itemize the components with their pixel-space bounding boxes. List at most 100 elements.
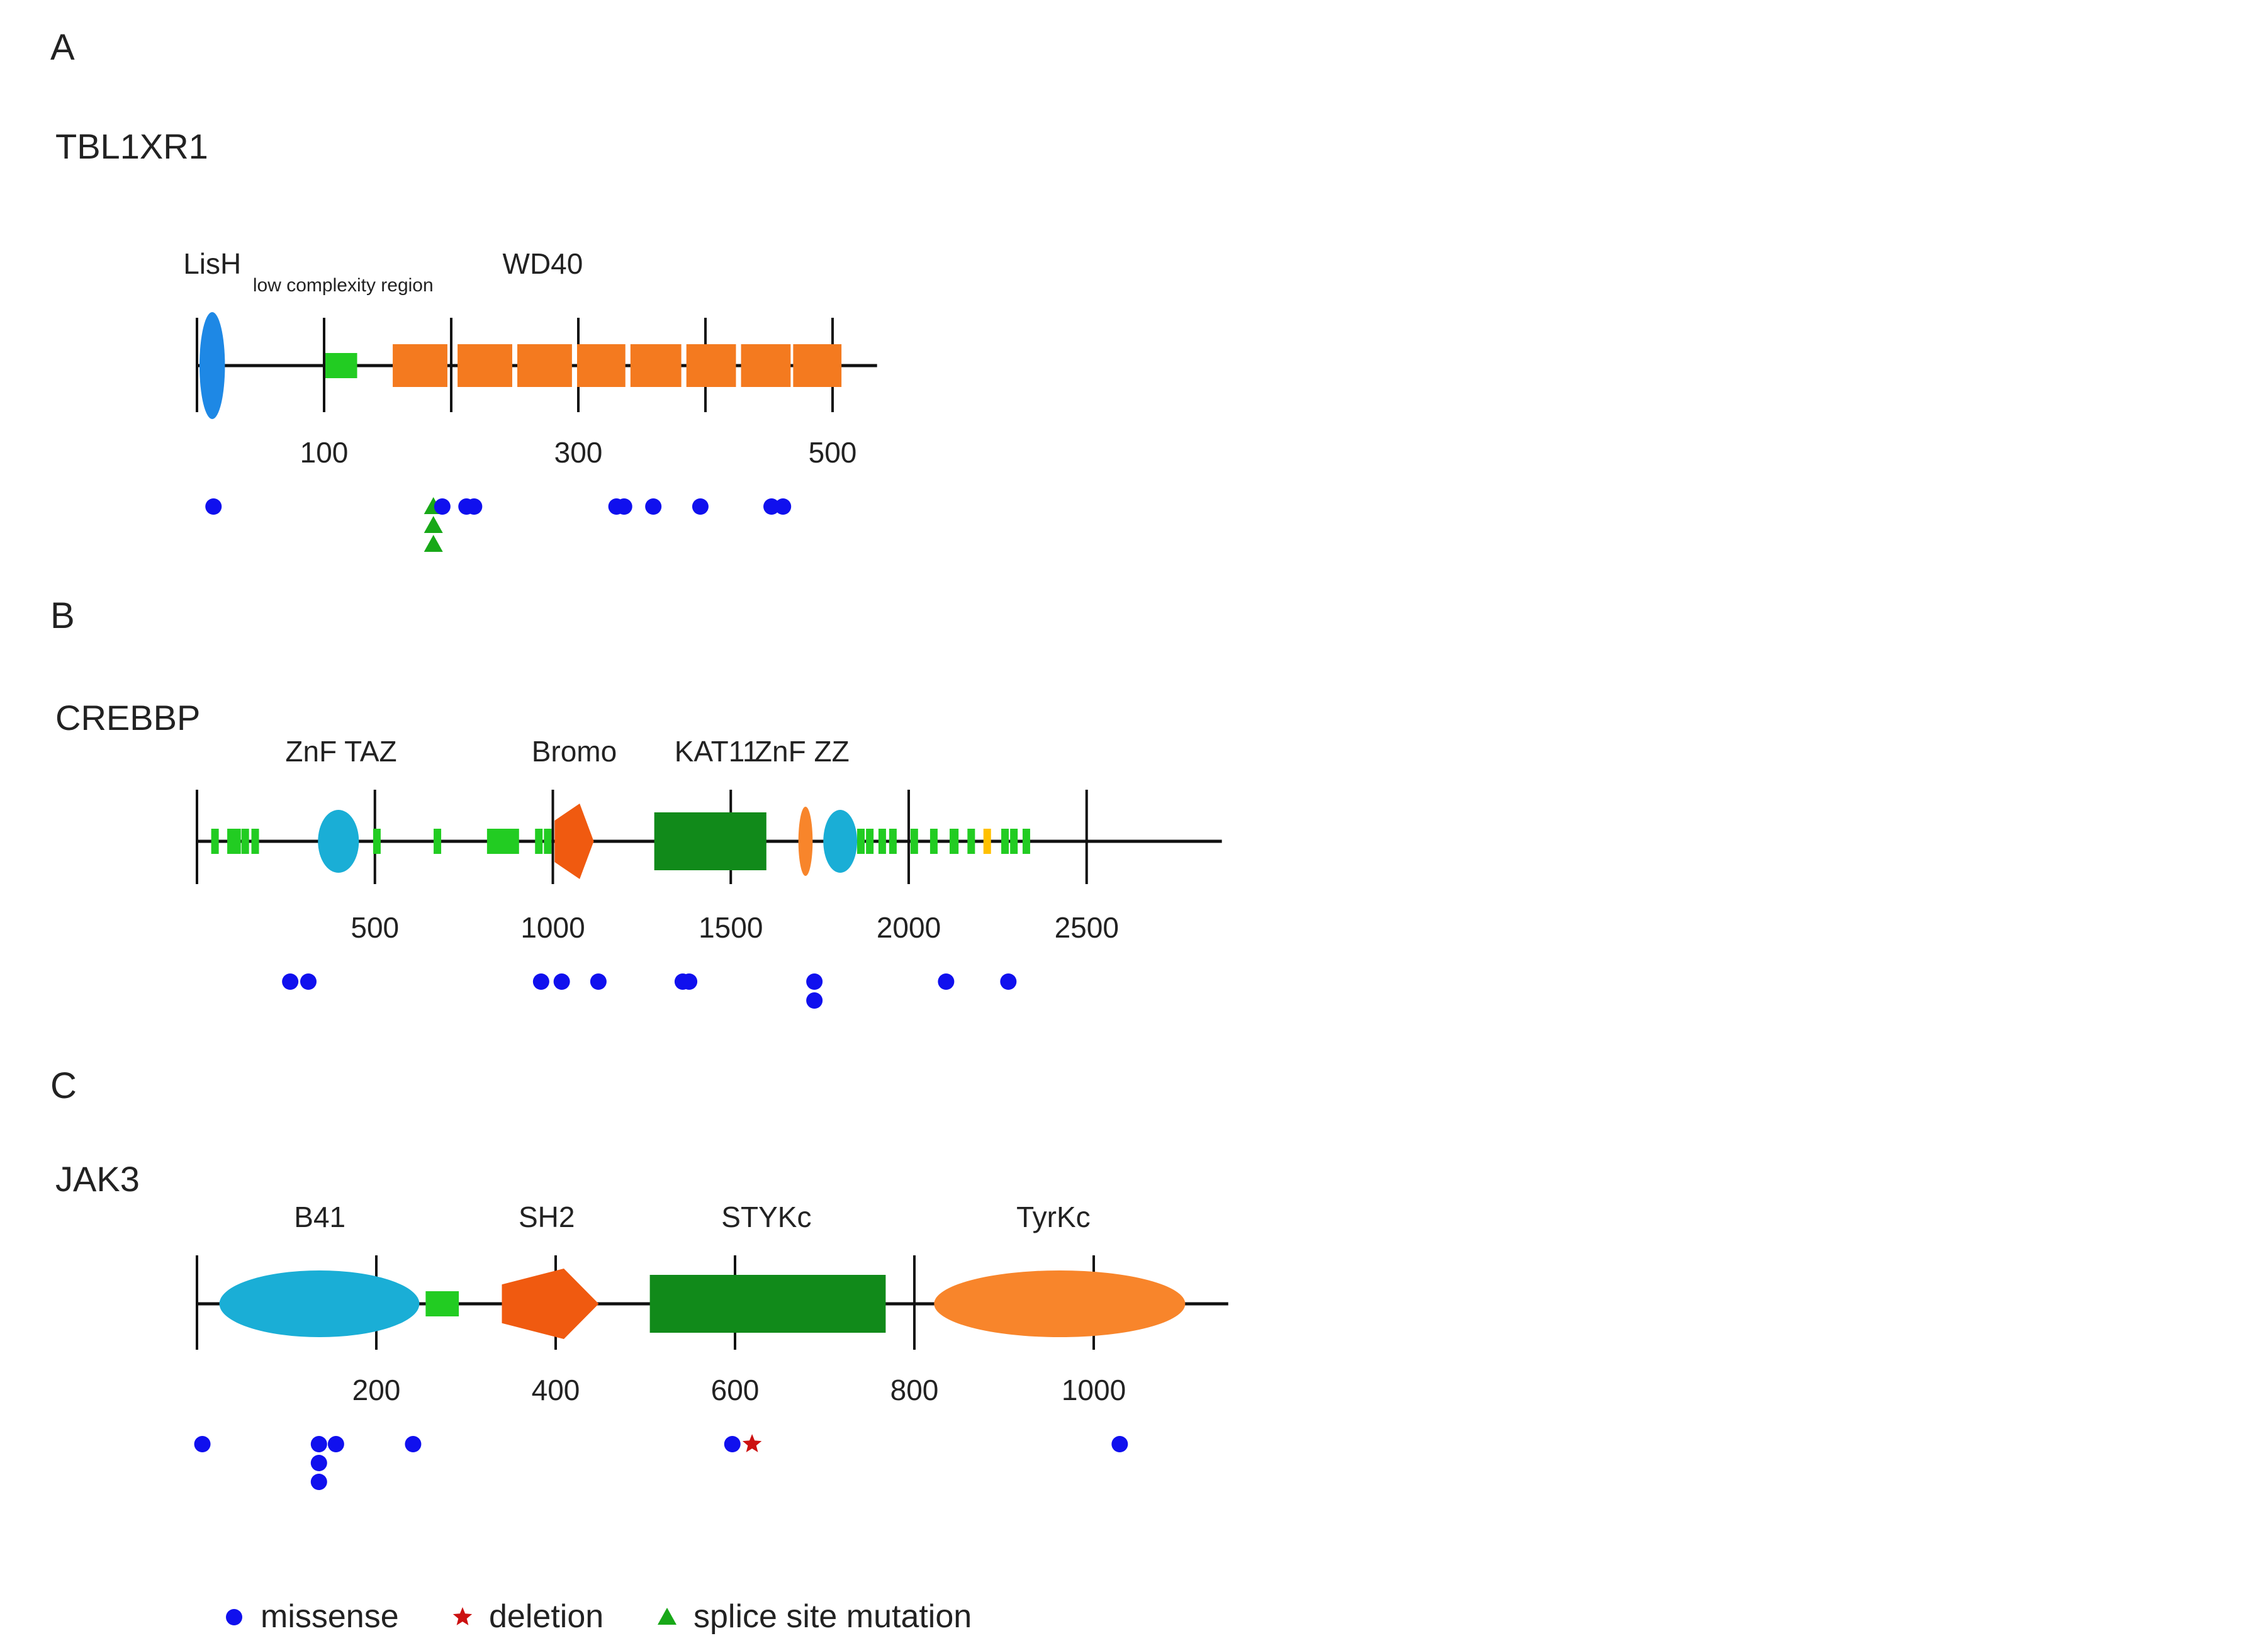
- splice-mutation-marker: [424, 535, 443, 552]
- domain-znf-taz: [318, 810, 359, 873]
- missense-mutation-marker: [327, 1436, 344, 1452]
- domain-low-complexity-region: [857, 829, 865, 854]
- domain-wd40: [576, 344, 626, 387]
- gene-name: CREBBP: [55, 698, 200, 737]
- tick-label: 600: [711, 1374, 760, 1406]
- panel-letter: C: [50, 1065, 77, 1106]
- domain-wd40: [793, 344, 842, 387]
- domain-low-complexity-region: [233, 829, 241, 854]
- domain-label: LisH: [183, 247, 241, 280]
- tick-label: 100: [300, 436, 349, 469]
- domain-wd40: [393, 344, 447, 387]
- missense-mutation-marker: [724, 1436, 741, 1452]
- missense-mutation-marker: [532, 973, 549, 990]
- tick-label: 400: [532, 1374, 580, 1406]
- domain-low-complexity-region: [486, 829, 519, 854]
- missense-mutation-marker: [590, 973, 607, 990]
- domain-low-complexity-region: [241, 829, 249, 854]
- domain-low-complexity-region: [325, 353, 357, 378]
- tick-label: 300: [554, 436, 603, 469]
- missense-mutation-marker: [692, 498, 709, 515]
- domain-znf-taz: [823, 810, 858, 873]
- domain-bromo: [554, 804, 594, 879]
- domain-low-complexity-region: [929, 829, 938, 854]
- domain-low-complexity-region: [1001, 829, 1009, 854]
- missense-mutation-marker: [310, 1436, 327, 1452]
- domain-kat11: [654, 812, 766, 870]
- gene-name: TBL1XR1: [55, 126, 208, 166]
- legend: missense deletion splice site mutation: [226, 1598, 972, 1635]
- domain-low-complexity-region: [434, 829, 442, 854]
- panel-letter: A: [50, 27, 75, 68]
- domain-label: B41: [294, 1201, 345, 1233]
- domain-tyrkc: [934, 1270, 1186, 1337]
- domain-low-complexity-region: [535, 829, 543, 854]
- domain-low-complexity-region: [967, 829, 975, 854]
- domain-stykc: [649, 1275, 886, 1333]
- domain-low-complexity-region: [544, 829, 552, 854]
- missense-mutation-marker: [194, 1436, 211, 1452]
- gene-name: JAK3: [55, 1159, 140, 1199]
- domain-low-complexity-region: [910, 829, 918, 854]
- domain-low-complexity-region: [211, 829, 219, 854]
- legend-label: splice site mutation: [693, 1598, 972, 1635]
- domain-low-complexity-region: [227, 829, 235, 854]
- legend-label: deletion: [489, 1598, 603, 1635]
- splice-mutation-marker: [424, 516, 443, 533]
- domain-label: KAT11: [675, 735, 759, 768]
- tick-label: 500: [351, 911, 399, 944]
- domain-label: ZnF ZZ: [755, 735, 850, 768]
- missense-mutation-marker: [434, 498, 451, 515]
- domain-label: STYKc: [721, 1201, 811, 1233]
- tick-label: 2000: [877, 911, 941, 944]
- domain-label: ZnF TAZ: [285, 735, 396, 768]
- domain-wd40: [686, 344, 736, 387]
- tick-label: 500: [809, 436, 857, 469]
- domain-wd40: [458, 344, 512, 387]
- missense-mutation-marker: [1111, 1436, 1128, 1452]
- missense-mutation-marker: [310, 1474, 327, 1490]
- missense-mutation-marker: [553, 973, 570, 990]
- domain-lish: [199, 312, 225, 419]
- domain-low-complexity-region: [878, 829, 886, 854]
- missense-mutation-marker: [806, 992, 823, 1009]
- tick-label: 2500: [1055, 911, 1119, 944]
- legend-splice-marker: [658, 1608, 676, 1625]
- domain-sh2: [502, 1269, 599, 1339]
- legend-missense-marker: [226, 1609, 242, 1625]
- missense-mutation-marker: [282, 973, 299, 990]
- tick-label: 200: [352, 1374, 401, 1406]
- domain-wd40: [630, 344, 682, 387]
- missense-mutation-marker: [1000, 973, 1017, 990]
- missense-mutation-marker: [205, 498, 222, 515]
- missense-mutation-marker: [300, 973, 317, 990]
- domain-label: TyrKc: [1016, 1201, 1091, 1233]
- tick-label: 1500: [699, 911, 763, 944]
- domain-low-complexity-region: [950, 829, 959, 854]
- domain-label: low complexity region: [253, 275, 434, 296]
- legend-label: missense: [261, 1598, 399, 1635]
- missense-mutation-marker: [405, 1436, 422, 1452]
- missense-mutation-marker: [310, 1455, 327, 1471]
- missense-mutation-marker: [681, 973, 698, 990]
- domain-low-complexity-region: [866, 829, 874, 854]
- domain-low-complexity-region: [1022, 829, 1030, 854]
- domain-low-complexity-region: [425, 1291, 459, 1316]
- tick-label: 1000: [520, 911, 585, 944]
- panel-letter: B: [50, 595, 75, 636]
- domain-wd40: [741, 344, 791, 387]
- domain-label: SH2: [519, 1201, 575, 1233]
- domain-znf-zz: [798, 807, 813, 876]
- missense-mutation-marker: [466, 498, 483, 515]
- missense-mutation-marker: [938, 973, 955, 990]
- missense-mutation-marker: [645, 498, 662, 515]
- domain-low-complexity-region: [251, 829, 259, 854]
- legend-deletion-marker: [452, 1607, 473, 1625]
- domain-low-complexity-region: [1010, 829, 1018, 854]
- panel-a: A TBL1XR1 100 300 500 LisH low complexity regi…: [50, 27, 877, 552]
- missense-mutation-marker: [763, 498, 780, 515]
- domain-label: WD40: [503, 247, 583, 280]
- tick-label: 800: [890, 1374, 939, 1406]
